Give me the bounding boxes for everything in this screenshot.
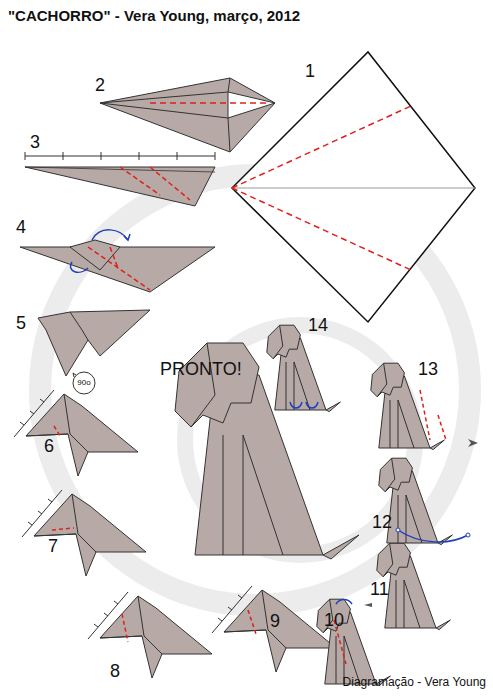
step-number: 3 bbox=[30, 133, 40, 153]
step-number: 1 bbox=[305, 62, 315, 82]
step-number: 5 bbox=[16, 314, 26, 334]
step-number: 14 bbox=[308, 316, 328, 336]
step-number: 6 bbox=[44, 437, 54, 457]
step-number: 13 bbox=[418, 360, 438, 380]
finished-label: PRONTO! bbox=[160, 360, 242, 380]
step-number: 7 bbox=[48, 537, 58, 557]
rotation-label: 90o bbox=[77, 379, 90, 388]
caption: Diagramação - Vera Young bbox=[343, 676, 486, 689]
step-number: 11 bbox=[370, 580, 389, 600]
title: "CACHORRO" - Vera Young, março, 2012 bbox=[8, 8, 300, 25]
step-number: 4 bbox=[16, 218, 26, 238]
step-number: 10 bbox=[324, 611, 344, 631]
step-number: 12 bbox=[372, 513, 392, 533]
step-number: 9 bbox=[270, 612, 280, 632]
step-number: 8 bbox=[110, 662, 120, 682]
step-number: 2 bbox=[95, 76, 105, 96]
